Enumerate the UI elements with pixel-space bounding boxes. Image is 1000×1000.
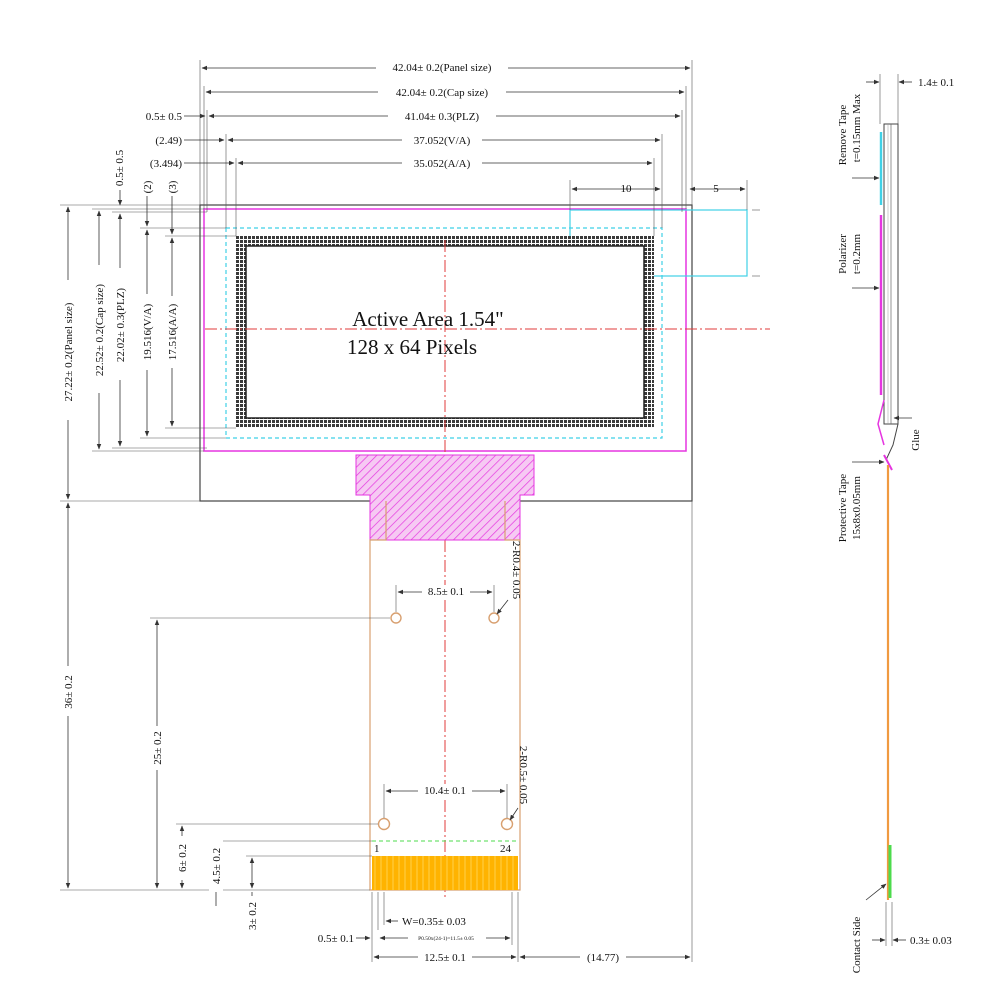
dim-fpc-right: (14.77)	[587, 952, 619, 964]
pin-first-label: 1	[374, 843, 380, 855]
dim-va-h: 19.516(V/A)	[142, 303, 154, 360]
fpc-hole-bottom-right	[500, 817, 514, 831]
dim-hole-spacing-top: 8.5± 0.1	[428, 586, 464, 598]
dim-corner-5: 5	[713, 183, 719, 195]
dim-plz-h: 22.02± 0.3(PLZ)	[115, 288, 127, 363]
dim-cap-size-h: 22.52± 0.2(Cap size)	[94, 284, 106, 377]
dim-hole-radius-top: 2-R0.4± 0.05	[510, 541, 522, 600]
dim-aa-h: 17.516(A/A)	[167, 303, 179, 360]
dim-pin-width: W=0.35± 0.03	[402, 916, 466, 928]
fpc-hole-top-right	[488, 612, 500, 624]
active-area-title: Active Area 1.54"	[352, 307, 503, 331]
remove-tape-thickness: t=0.15mm Max	[851, 93, 863, 162]
dim-total-height: 36± 0.2	[63, 675, 75, 709]
dim-corner-10: 10	[621, 183, 633, 195]
front-view: Active Area 1.54" 128 x 64 Pixels 1 24 4…	[60, 60, 770, 964]
protective-tape-size: 15x8x0.05mm	[851, 476, 863, 540]
dim-fpc-width: 12.5± 0.1	[424, 952, 466, 964]
dim-fpc-thickness: 0.3± 0.03	[910, 935, 952, 947]
dim-left-offset-2: (2.49)	[155, 135, 182, 147]
contact-pads	[372, 856, 518, 890]
glue-label: Glue	[910, 429, 922, 451]
dim-hole-spacing-bottom: 10.4± 0.1	[424, 785, 466, 797]
dim-side-thickness: 1.4± 0.1	[918, 77, 954, 89]
dim-top-offset-1: 0.5± 0.5	[114, 149, 126, 186]
dim-panel-size-h: 27.22± 0.2(Panel size)	[63, 302, 75, 401]
pin-last-label: 24	[500, 843, 512, 855]
dim-pin-offset: 0.5± 0.1	[318, 933, 354, 945]
dim-hole-radius-bottom: 2-R0.5± 0.05	[517, 746, 529, 805]
polarizer-label: Polarizer	[837, 234, 849, 274]
remove-tape-label: Remove Tape	[837, 105, 849, 166]
dim-aa-w: 35.052(A/A)	[414, 158, 471, 170]
dim-cap-size-w: 42.04± 0.2(Cap size)	[396, 87, 489, 99]
dim-3: 3± 0.2	[247, 902, 259, 930]
viewing-area-outline	[225, 227, 663, 439]
dim-top-offset-2: (2)	[142, 180, 154, 193]
side-view: 1.4± 0.1 Remove Tape t=0.15mm Max Polari…	[837, 74, 954, 973]
dim-6: 6± 0.2	[177, 844, 189, 872]
dim-left-offset-1: 0.5± 0.5	[146, 111, 183, 123]
dim-left-offset-3: (3.494)	[150, 158, 182, 170]
polarizer-thickness: t=0.2mm	[851, 233, 863, 274]
dim-fpc-hole-height: 25± 0.2	[152, 731, 164, 765]
dim-va-w: 37.052(V/A)	[414, 135, 471, 147]
fpc-hole-top-left	[390, 612, 402, 624]
contact-side-label: Contact Side	[851, 917, 863, 974]
dim-plz-w: 41.04± 0.3(PLZ)	[405, 111, 480, 123]
dim-top-offset-3: (3)	[167, 180, 179, 193]
active-area-resolution: 128 x 64 Pixels	[347, 335, 477, 359]
protective-tape-label: Protective Tape	[837, 474, 849, 542]
fpc-hole-bottom-left	[377, 817, 391, 831]
side-protective-tape	[883, 454, 893, 471]
dim-4-5: 4.5± 0.2	[211, 848, 223, 884]
dim-pin-pitch: P0.50x(24-1)=11.5± 0.05	[418, 935, 474, 942]
connector-hatched	[355, 454, 535, 541]
dim-panel-size-w: 42.04± 0.2(Panel size)	[393, 62, 492, 74]
side-fpc-bend	[885, 423, 899, 461]
